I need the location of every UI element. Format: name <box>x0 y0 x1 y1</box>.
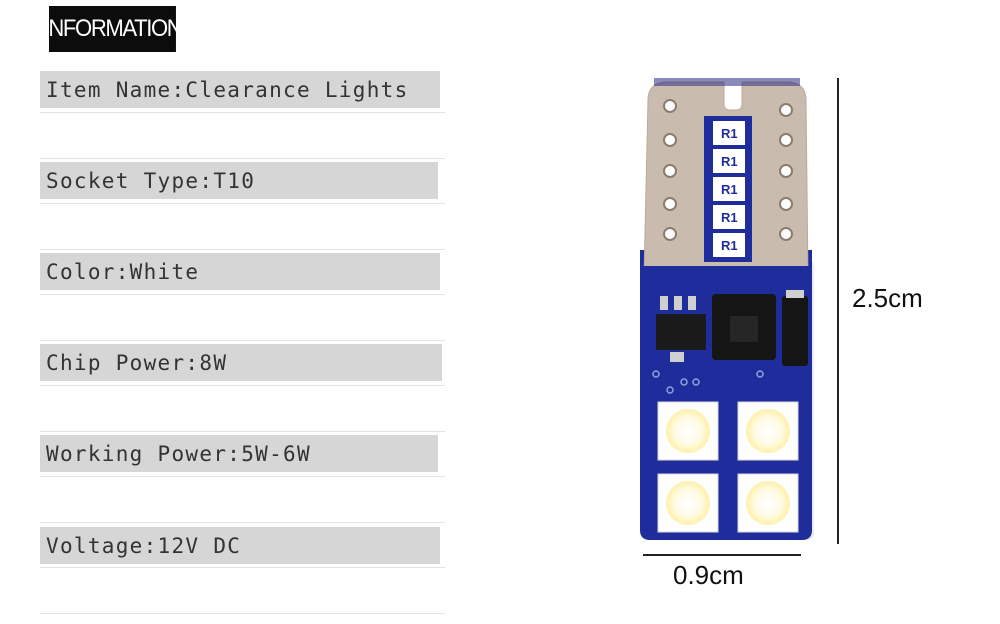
spec-working-power-text: Working Power:5W-6W <box>46 441 311 466</box>
divider <box>40 112 445 113</box>
diode-lead <box>786 290 804 298</box>
information-badge: INFORMATION <box>44 6 183 52</box>
smd-led-1 <box>657 401 719 461</box>
resistor-labels: R1 R1 R1 R1 R1 <box>721 126 738 253</box>
right-via-holes <box>779 103 793 241</box>
spec-voltage: Voltage:12V DC <box>40 527 440 564</box>
resistor-array <box>711 119 747 259</box>
height-dimension-label: 2.5cm <box>852 283 923 313</box>
divider <box>40 249 445 250</box>
divider <box>40 158 445 159</box>
divider <box>40 203 445 204</box>
left-via-holes <box>663 99 677 241</box>
height-dimension-line <box>837 78 839 544</box>
smd-led-4 <box>737 473 799 533</box>
divider <box>40 385 445 386</box>
pcb-board-band <box>640 266 812 286</box>
smd-led-3 <box>657 473 719 533</box>
spec-item-name-text: Item Name:Clearance Lights <box>46 77 409 102</box>
resistor-label: R1 <box>721 126 738 141</box>
spec-color-text: Color:White <box>46 259 200 284</box>
spec-socket-type-text: Socket Type:T10 <box>46 168 256 193</box>
spec-socket-type: Socket Type:T10 <box>40 162 438 199</box>
ic-chip-left <box>656 296 706 362</box>
information-title: INFORMATION <box>43 15 183 42</box>
spec-voltage-text: Voltage:12V DC <box>46 533 242 558</box>
spec-working-power: Working Power:5W-6W <box>40 435 438 472</box>
divider <box>40 522 445 523</box>
divider <box>40 431 445 432</box>
divider <box>40 567 445 568</box>
width-dimension-label: 0.9cm <box>673 560 744 590</box>
inductor-core <box>730 316 758 342</box>
spec-chip-power: Chip Power:8W <box>40 344 442 381</box>
pcb-top-edge <box>654 78 800 86</box>
divider <box>40 340 445 341</box>
resistor-label: R1 <box>721 154 738 169</box>
spec-item-name: Item Name:Clearance Lights <box>40 71 440 108</box>
divider <box>40 294 445 295</box>
diode <box>782 296 808 366</box>
width-dimension-line <box>643 554 801 556</box>
resistor-label: R1 <box>721 238 738 253</box>
smd-led-2 <box>737 401 799 461</box>
resistor-label: R1 <box>721 182 738 197</box>
spec-chip-power-text: Chip Power:8W <box>46 350 228 375</box>
divider <box>40 476 445 477</box>
resistor-label: R1 <box>721 210 738 225</box>
divider <box>40 613 445 614</box>
spec-color: Color:White <box>40 253 440 290</box>
led-bulb-svg: R1 R1 R1 R1 R1 <box>640 78 814 540</box>
led-bulb-illustration: R1 R1 R1 R1 R1 <box>630 70 830 550</box>
